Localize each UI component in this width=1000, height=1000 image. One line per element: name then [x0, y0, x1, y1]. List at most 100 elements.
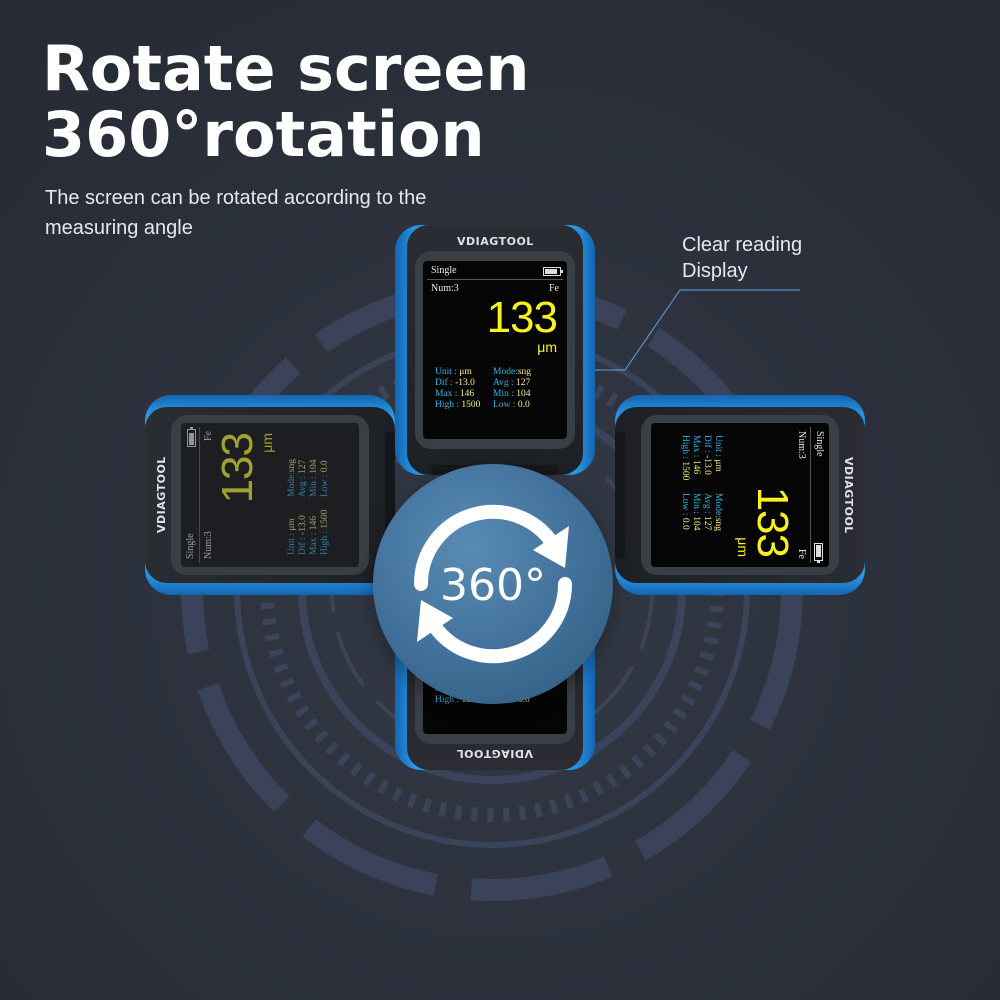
brand-logo: VDIAGTOOL	[155, 456, 168, 533]
stat-key: Low :	[493, 400, 518, 410]
battery-icon	[187, 429, 196, 447]
reading-unit: μm	[259, 433, 275, 453]
screen-divider	[199, 427, 200, 563]
stat-key: Max :	[691, 435, 701, 460]
material-label: Fe	[796, 549, 807, 559]
stat-value: 127	[702, 516, 712, 531]
stats-row: Dif : -13.0 Avg : 127	[701, 435, 712, 561]
stats-row: Max : 146 Min : 104	[690, 435, 701, 561]
device-upright: VDIAGTOOL Single Num:3 Fe 133 μm Unit : …	[395, 225, 595, 475]
stat-key: Low :	[680, 493, 690, 518]
stat-key: Unit :	[287, 530, 297, 555]
stat-value: 0.0	[517, 400, 530, 410]
reading-unit: μm	[735, 537, 751, 557]
stat-key: High :	[320, 528, 330, 555]
stat-key: Min :	[691, 493, 701, 517]
stat-key: Mode:	[713, 493, 723, 518]
battery-icon	[814, 543, 823, 561]
reading-count: Num:3	[203, 531, 214, 559]
stat-value: μm	[287, 518, 297, 531]
stat-value: 104	[309, 459, 319, 474]
stat-value: 104	[691, 516, 701, 531]
stats-row: Dif : -13.0 Avg : 127	[435, 378, 561, 389]
headline-line-2: 360°rotation	[42, 98, 485, 171]
stat-value: 0.0	[680, 517, 690, 530]
mode-label: Single	[431, 265, 457, 276]
reading-value: 133	[748, 486, 797, 557]
reading-value: 133	[213, 433, 262, 504]
stats-row: High : 1500 Low : 0.0	[320, 429, 331, 555]
stat-value: sng	[713, 517, 723, 532]
stat-value: 0.0	[320, 460, 330, 473]
stat-key: Unit :	[713, 435, 723, 460]
reading-count: Num:3	[431, 283, 459, 294]
stats-row: Unit : μm Mode:sng	[287, 429, 298, 555]
stat-value: 146	[309, 515, 319, 531]
stat-key: Avg :	[298, 473, 308, 497]
stat-key: Dif :	[298, 534, 308, 555]
stats-row: Unit : μm Mode:sng	[712, 435, 723, 561]
device-screen: Single Num:3 Fe 133 μm Unit : μm Mode:sn…	[651, 423, 829, 567]
stat-value: sng	[517, 367, 532, 377]
reading-value: 133	[486, 293, 558, 342]
stat-key: Avg :	[702, 493, 712, 517]
device-rotated-right: VDIAGTOOL Single Num:3 Fe 133 μm Unit : …	[615, 395, 865, 595]
stat-value: 127	[516, 378, 531, 388]
screen-divider	[810, 427, 811, 563]
stat-key: Low :	[320, 472, 330, 497]
device-screen: Single Num:3 Fe 133 μm Unit : μm Mode:sn…	[423, 261, 567, 439]
stat-value: 1500	[320, 509, 330, 529]
stat-value: 104	[516, 389, 531, 399]
stat-value: -13.0	[298, 515, 308, 535]
stats-row: High : 1500 Low : 0.0	[679, 435, 690, 561]
stat-value: 146	[691, 459, 701, 475]
callout-line-1: Clear reading	[682, 234, 803, 256]
stat-key: Mode:	[287, 472, 297, 497]
rotation-degrees-label: 360°	[440, 560, 546, 611]
device-screen: Single Num:3 Fe 133 μm Unit : μm Mode:sn…	[181, 423, 359, 567]
stats-row: High : 1500 Low : 0.0	[435, 400, 561, 411]
device-bottom-trim	[615, 431, 625, 559]
stat-value: -13.0	[455, 378, 475, 388]
stat-key: Unit :	[435, 367, 460, 377]
rotation-badge: 360°	[373, 464, 613, 704]
stats-row: Dif : -13.0 Avg : 127	[298, 429, 309, 555]
subtitle: The screen can be rotated according to t…	[45, 187, 427, 239]
reading-count: Num:3	[796, 431, 807, 459]
stats-row: Max : 146 Min : 104	[309, 429, 320, 555]
stat-key: Min :	[309, 473, 319, 497]
stat-key: Dif :	[702, 435, 712, 456]
brand-logo: VDIAGTOOL	[842, 457, 855, 534]
stat-key: Max :	[435, 389, 460, 399]
headline-line-1: Rotate screen	[42, 32, 530, 105]
stats-row: Unit : μm Mode:sng	[435, 367, 561, 378]
device-rotated-left: VDIAGTOOL Single Num:3 Fe 133 μm Unit : …	[145, 395, 395, 595]
stat-value: 1500	[461, 400, 481, 410]
mode-label: Single	[185, 533, 196, 559]
stat-value: μm	[459, 367, 472, 377]
mode-label: Single	[814, 431, 825, 457]
stat-value: 146	[459, 389, 475, 399]
stat-key: High :	[680, 435, 690, 462]
stat-key: Min :	[493, 389, 517, 399]
stat-value: sng	[287, 458, 297, 473]
reading-unit: μm	[537, 339, 557, 355]
material-label: Fe	[549, 283, 559, 294]
stat-value: μm	[713, 459, 723, 472]
stat-value: -13.0	[702, 455, 712, 475]
stat-key: Mode:	[493, 367, 518, 377]
stats-panel: Unit : μm Mode:sng Dif : -13.0 Avg : 127…	[287, 429, 331, 555]
callout-text: Clear reading Display	[682, 232, 842, 284]
stat-value: 127	[298, 459, 308, 474]
stats-row: Max : 146 Min : 104	[435, 389, 561, 400]
callout-line-2: Display	[682, 260, 748, 282]
battery-icon	[543, 267, 563, 276]
stat-key: High :	[435, 400, 462, 410]
headline: Rotate screen 360°rotation	[42, 36, 530, 168]
brand-logo: VDIAGTOOL	[457, 235, 534, 248]
stat-key: Max :	[309, 530, 319, 555]
stats-panel: Unit : μm Mode:sng Dif : -13.0 Avg : 127…	[435, 367, 561, 411]
rotate-arrows-icon	[413, 504, 573, 664]
stats-panel: Unit : μm Mode:sng Dif : -13.0 Avg : 127…	[679, 435, 723, 561]
